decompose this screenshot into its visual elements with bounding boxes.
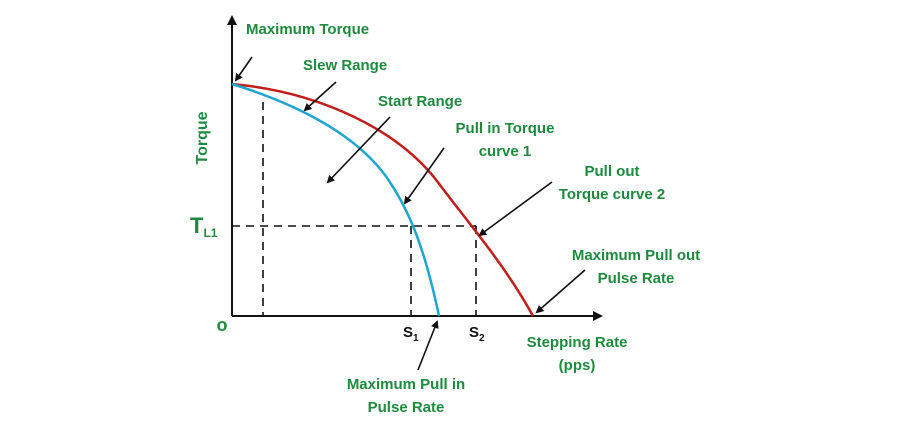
slew-range-label: Slew Range bbox=[303, 57, 387, 74]
pull-in-curve-label-line1: Pull in Torque bbox=[456, 120, 555, 137]
start-range-arrow bbox=[326, 116, 391, 184]
max-pull-out-label-line1: Maximum Pull out bbox=[572, 247, 700, 264]
max-torque-label: Maximum Torque bbox=[246, 21, 369, 38]
origin-label: o bbox=[217, 315, 228, 335]
y-axis-label: Torque bbox=[194, 111, 211, 164]
tl1-label: TL1 bbox=[190, 213, 218, 240]
x-axis-label-line2: (pps) bbox=[559, 357, 596, 374]
pull-out-curve-label-line2: Torque curve 2 bbox=[559, 186, 665, 203]
max-pull-in-label-line2: Pulse Rate bbox=[368, 399, 445, 416]
s2-label: S2 bbox=[469, 324, 485, 344]
max-pull-in-arrow bbox=[417, 320, 439, 371]
start-range-label: Start Range bbox=[378, 93, 462, 110]
max-pull-out-arrow bbox=[535, 269, 586, 314]
slew-range-arrow bbox=[303, 81, 337, 112]
max-torque-arrow bbox=[234, 56, 253, 82]
max-pull-in-label-line1: Maximum Pull in bbox=[347, 376, 465, 393]
pull-out-curve-arrow bbox=[478, 181, 553, 237]
pull-out-curve-label-line1: Pull out bbox=[585, 163, 640, 180]
max-pull-out-label-line2: Pulse Rate bbox=[598, 270, 675, 287]
pull-in-curve-label-line2: curve 1 bbox=[479, 143, 532, 160]
pull-out-torque-curve bbox=[231, 82, 535, 317]
x-axis-label-line1: Stepping Rate bbox=[527, 334, 628, 351]
s1-label: S1 bbox=[403, 324, 419, 344]
pull-in-torque-curve bbox=[231, 82, 441, 317]
pull-in-curve-arrow bbox=[403, 147, 445, 205]
